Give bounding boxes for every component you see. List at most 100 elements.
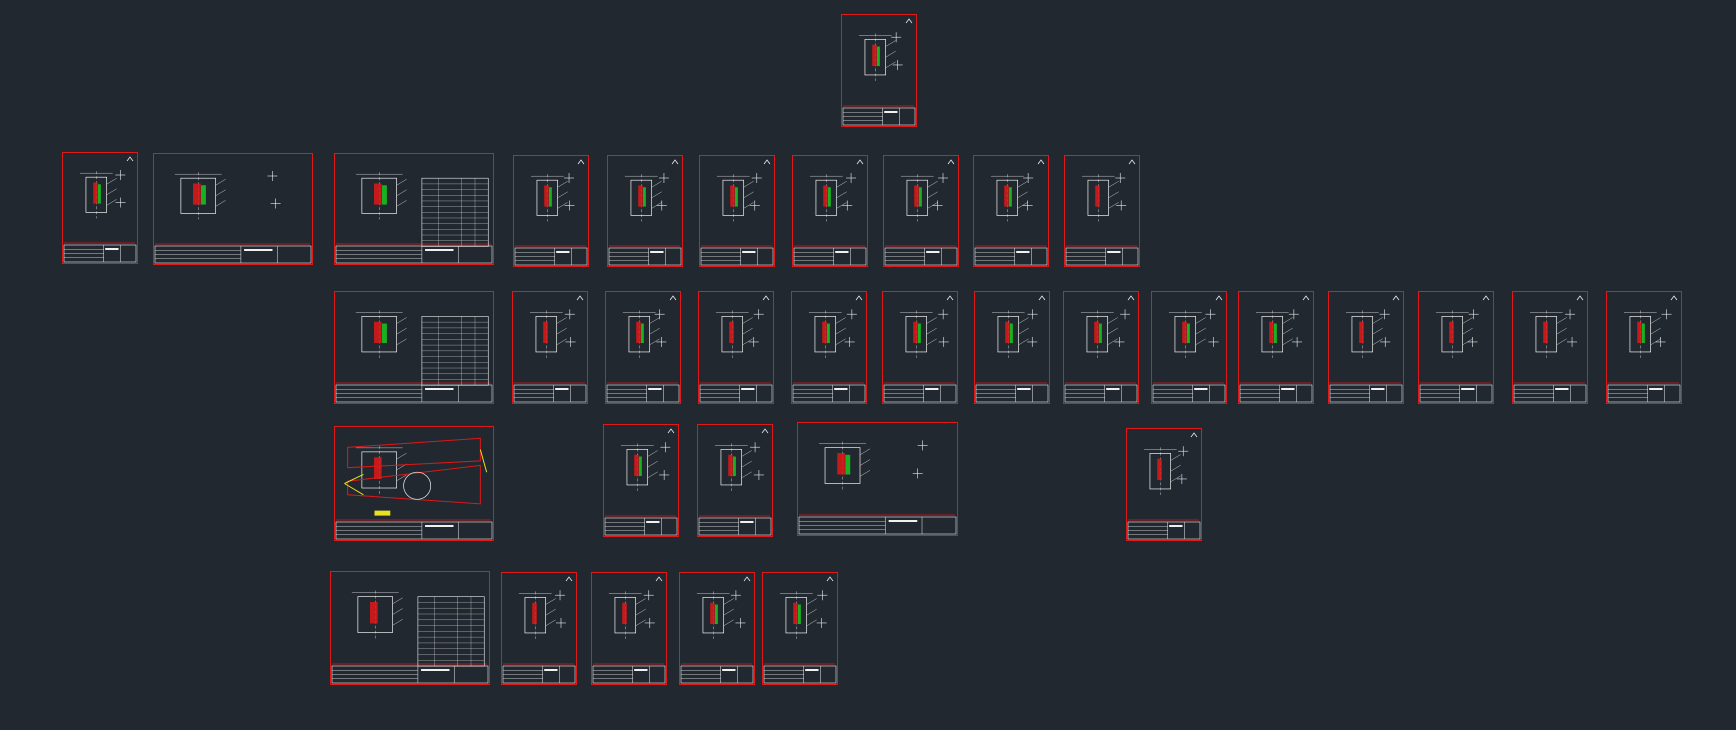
- leader-line: [647, 450, 658, 457]
- leader-line: [635, 619, 646, 627]
- drawing-sheet[interactable]: [698, 291, 774, 404]
- leader-line: [1195, 328, 1206, 335]
- weld-hatch-green: [1273, 323, 1277, 344]
- title-block-text-mark: [722, 669, 736, 671]
- north-arrow-icon: [576, 295, 584, 301]
- sheet-drawing: [604, 428, 678, 536]
- drawing-sheet[interactable]: [841, 14, 917, 127]
- drawing-sheet[interactable]: [1063, 291, 1139, 404]
- leader-line: [859, 459, 871, 466]
- north-arrow-icon: [1215, 295, 1223, 301]
- leader-line: [1017, 181, 1028, 188]
- drawing-sheet[interactable]: [1328, 291, 1404, 404]
- weld-hatch-red: [638, 185, 643, 207]
- leader-line: [647, 461, 658, 468]
- weld-hatch-red: [914, 185, 919, 207]
- drawing-sheet[interactable]: [792, 155, 868, 267]
- drawing-sheet[interactable]: [513, 155, 589, 267]
- drawing-sheet[interactable]: [334, 426, 494, 541]
- drawing-sheet[interactable]: [973, 155, 1049, 267]
- leader-line: [836, 202, 847, 209]
- sheet-drawing: [1065, 159, 1139, 266]
- drawing-sheet[interactable]: [1064, 155, 1140, 267]
- sheet-drawing: [1127, 432, 1201, 540]
- sheet-drawing: [975, 295, 1049, 403]
- sheet-drawing: [63, 156, 137, 263]
- title-block-text-mark: [244, 249, 273, 251]
- drawing-sheet[interactable]: [697, 424, 773, 537]
- north-arrow-icon: [655, 576, 663, 582]
- leader-line: [927, 202, 938, 209]
- leader-line: [396, 328, 407, 335]
- drawing-sheet[interactable]: [334, 291, 494, 404]
- leader-line: [723, 598, 734, 605]
- weld-hatch-red: [374, 321, 382, 344]
- leader-line: [835, 338, 846, 346]
- title-block-text-mark: [926, 251, 940, 253]
- drawing-sheet[interactable]: [512, 291, 588, 404]
- leader-line: [1195, 338, 1206, 346]
- drawing-sheet[interactable]: [762, 572, 838, 685]
- weld-hatch-red: [1449, 321, 1454, 344]
- drawing-sheet[interactable]: [679, 572, 755, 685]
- weld-hatch-green: [1009, 323, 1013, 344]
- drawing-sheet[interactable]: [1606, 291, 1682, 404]
- leader-line: [396, 189, 407, 196]
- drawing-sheet[interactable]: [607, 155, 683, 267]
- weld-hatch-red: [837, 453, 845, 475]
- drawing-sheet[interactable]: [330, 571, 490, 685]
- drawing-sheet[interactable]: [605, 291, 681, 404]
- drawing-sheet[interactable]: [334, 153, 494, 265]
- drawing-sheet[interactable]: [1151, 291, 1227, 404]
- weld-hatch-green: [732, 456, 736, 477]
- drawing-sheet[interactable]: [974, 291, 1050, 404]
- leader-line: [926, 317, 937, 324]
- drawing-sheet[interactable]: [797, 422, 958, 536]
- leader-line: [635, 609, 646, 616]
- leader-line: [742, 328, 753, 335]
- weld-hatch-green: [97, 184, 101, 204]
- drawing-sheet[interactable]: [1418, 291, 1494, 404]
- sheet-drawing: [798, 440, 957, 535]
- leader-line: [556, 317, 567, 324]
- leader-line: [1107, 328, 1118, 335]
- weld-hatch-red: [193, 183, 201, 205]
- material-table: [421, 177, 489, 247]
- drawing-sheet[interactable]: [1238, 291, 1314, 404]
- leader-line: [1170, 475, 1181, 483]
- leader-line: [1018, 338, 1029, 346]
- material-table: [421, 316, 489, 386]
- leader-line: [1017, 202, 1028, 209]
- leader-line: [647, 471, 658, 479]
- weld-hatch-green: [826, 323, 830, 344]
- leader-line: [1372, 338, 1383, 346]
- drawing-sheet[interactable]: [62, 152, 138, 264]
- drawing-sheet[interactable]: [1512, 291, 1588, 404]
- drawing-sheet[interactable]: [603, 424, 679, 537]
- leader-line: [215, 179, 226, 186]
- drawing-sheet[interactable]: [501, 572, 577, 685]
- drawing-sheet[interactable]: [1126, 428, 1202, 541]
- sheet-drawing: [793, 159, 867, 266]
- leader-line: [836, 191, 847, 198]
- north-arrow-icon: [1576, 295, 1584, 301]
- weld-hatch-red: [1095, 185, 1100, 207]
- drawing-sheet[interactable]: [591, 572, 667, 685]
- drawing-sheet[interactable]: [882, 291, 958, 404]
- title-block-text-mark: [555, 388, 569, 390]
- leader-line: [635, 598, 646, 605]
- label-highlight: [374, 510, 391, 516]
- drawing-sheet[interactable]: [153, 153, 313, 265]
- leader-line: [556, 328, 567, 335]
- drawing-sheet[interactable]: [699, 155, 775, 267]
- drawing-sheet[interactable]: [791, 291, 867, 404]
- leader-line: [1372, 328, 1383, 335]
- title-block-text-mark: [1371, 388, 1385, 390]
- sheet-drawing: [1064, 295, 1138, 403]
- weld-hatch-red: [872, 44, 877, 67]
- weld-hatch-green: [382, 185, 387, 205]
- leader-line: [806, 598, 817, 605]
- leader-line: [1107, 317, 1118, 324]
- drawing-sheet[interactable]: [883, 155, 959, 267]
